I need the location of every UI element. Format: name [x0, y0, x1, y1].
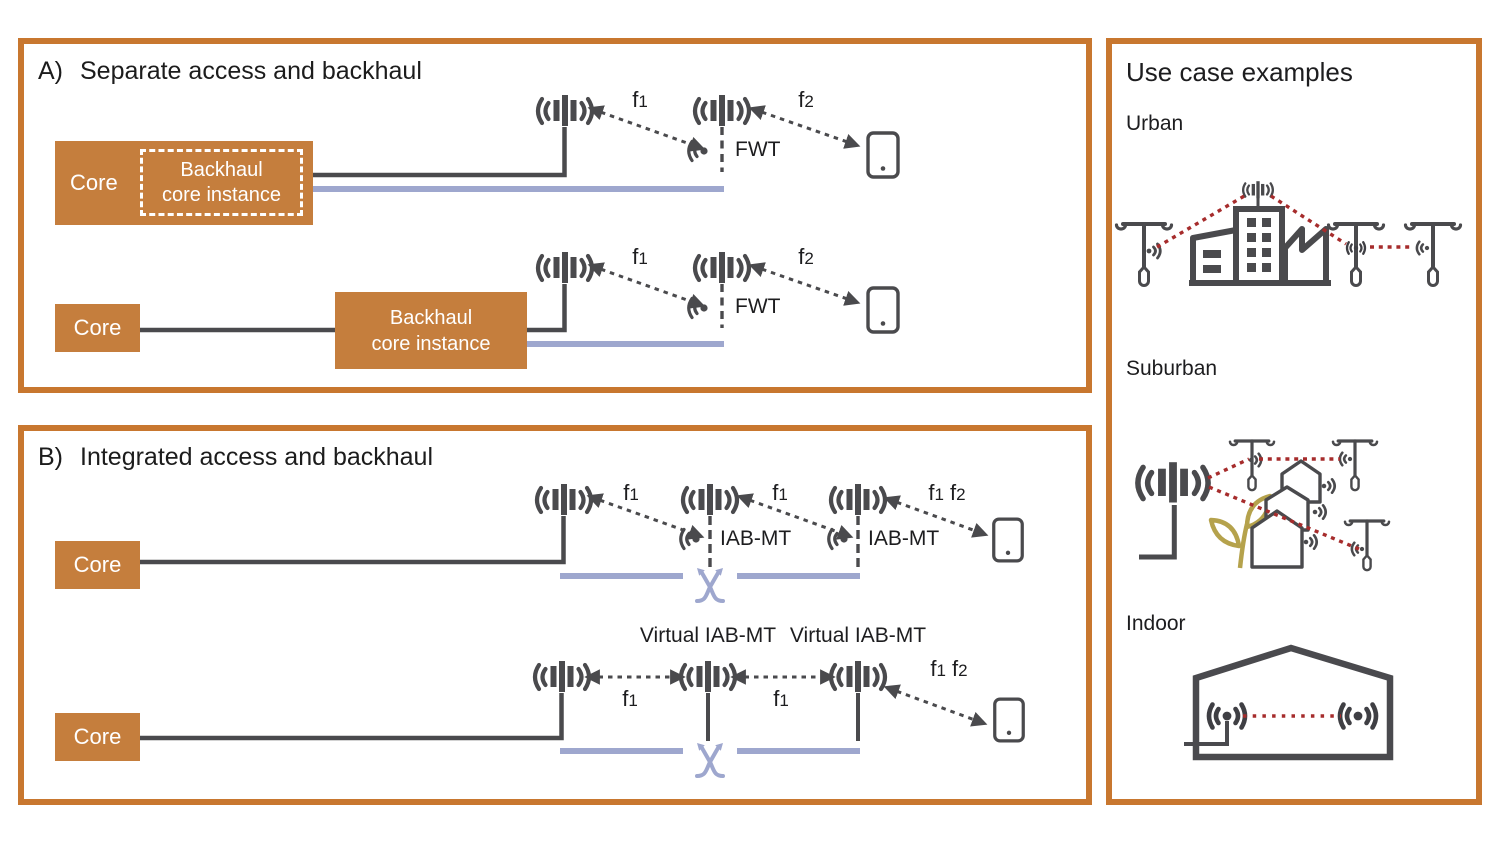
backhaul-line1: Backhaul [389, 306, 473, 329]
warehouse-icon [1192, 644, 1394, 761]
core-box: Core [55, 304, 140, 352]
f2-label: f2 [798, 87, 814, 112]
antenna-mast [1139, 505, 1177, 560]
core-with-backhaul-box: Core Backhaul core instance [55, 141, 313, 225]
core-box: Core [55, 541, 140, 589]
backhaul-line2: core instance [162, 183, 281, 206]
panel-use-case-examples [1106, 38, 1482, 805]
f1-label: f1 [623, 480, 639, 505]
indoor-label: Indoor [1126, 612, 1186, 635]
suburban-scene [1138, 439, 1391, 572]
f1-label: f1 [632, 87, 648, 112]
wireless-link-f1 [587, 105, 706, 152]
virtual-iab-mt-label: Virtual IAB-MT [789, 624, 927, 647]
panel-b-row1 [140, 484, 1024, 603]
fwt-label: FWT [735, 295, 781, 318]
core-to-antenna-line [140, 284, 567, 333]
f1-label: f1 [773, 686, 789, 711]
urban-label: Urban [1126, 112, 1184, 135]
panel-a-row2 [140, 252, 900, 347]
core-to-antenna-line [140, 516, 566, 565]
suburban-label: Suburban [1126, 357, 1218, 380]
use-case-examples-title: Use case examples [1126, 57, 1353, 87]
backhaul-core-instance-box: Backhaul core instance [140, 149, 303, 216]
f1-label: f1 [622, 686, 638, 711]
panel-b-label: B) [38, 443, 63, 471]
urban-scene [1114, 180, 1463, 288]
panel-a-row1 [313, 95, 900, 192]
wireless-link-f1f2 [883, 684, 988, 727]
fwt-label: FWT [735, 138, 781, 161]
f2-label: f2 [798, 244, 814, 269]
backhaul-line2: core instance [371, 332, 491, 355]
core-to-antenna-line [313, 127, 567, 178]
core-label: Core [70, 170, 118, 195]
iab-mt-label: IAB-MT [720, 527, 792, 550]
backhaul-core-instance-box: Backhaul core instance [335, 292, 527, 369]
backhaul-line1: Backhaul [180, 158, 263, 181]
f1-label: f1 [772, 480, 788, 505]
indoor-scene [1184, 644, 1394, 761]
wireless-link-f1 [587, 262, 706, 309]
core-label: Core [73, 724, 122, 749]
suburban-wireless-links [1207, 457, 1360, 551]
core-label: Core [73, 315, 122, 340]
core-to-antenna-line [140, 693, 564, 741]
virtual-iab-mt-label: Virtual IAB-MT [639, 624, 777, 647]
houses [1250, 459, 1322, 569]
wired-connection-line [1184, 721, 1229, 746]
panel-a-label: A) [38, 57, 63, 85]
wireless-link-f1 [586, 493, 705, 540]
panel-separate-access-backhaul [18, 38, 1092, 393]
wireless-link-f1f2 [883, 495, 989, 538]
f1-label: f1 [632, 244, 648, 269]
core-box: Core [55, 713, 140, 761]
panel-b-title: B) Integrated access and backhaul [38, 443, 433, 472]
urban-wireless-links [1156, 193, 1412, 249]
panel-integrated-access-backhaul [18, 425, 1092, 805]
panel-b-row2 [140, 661, 1025, 778]
panel-a-title: A) Separate access and backhaul [38, 57, 422, 86]
panel-a-title-text: Separate access and backhaul [80, 57, 422, 85]
house-icon [1250, 509, 1304, 569]
core-label: Core [73, 552, 122, 577]
panel-b-title-text: Integrated access and backhaul [80, 443, 434, 471]
iab-mt-label: IAB-MT [868, 527, 940, 550]
